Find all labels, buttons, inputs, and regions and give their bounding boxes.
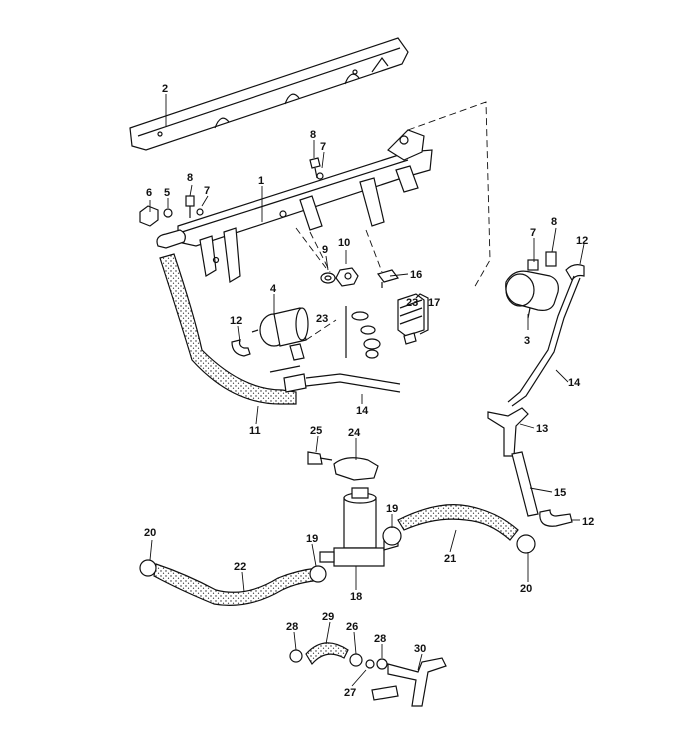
injector-seals: [345, 306, 381, 359]
callout-12b: 12: [576, 235, 588, 247]
callout-7a: 7: [204, 185, 210, 197]
callout-23a: 23: [316, 313, 328, 325]
callout-14a: 14: [356, 405, 369, 417]
callout-7b: 7: [320, 141, 326, 153]
callout-12a: 12: [230, 315, 242, 327]
washer-nut: [320, 267, 359, 287]
hose-clamps: [139, 526, 536, 583]
callout-3: 3: [524, 335, 530, 347]
callout-8c: 8: [551, 216, 557, 228]
callout-25: 25: [310, 425, 322, 437]
fuel-filter: [319, 487, 399, 567]
y-connector: [487, 407, 529, 457]
callout-21: 21: [444, 553, 456, 565]
callout-19a: 19: [306, 533, 318, 545]
callout-22: 22: [234, 561, 246, 573]
callout-16: 16: [410, 269, 422, 281]
callout-9: 9: [322, 244, 328, 256]
callout-29: 29: [322, 611, 334, 623]
leader-lines: [149, 94, 585, 687]
callout-14b: 14: [568, 377, 581, 389]
pressure-regulator: [251, 307, 309, 361]
fuel-injector: [397, 293, 429, 345]
callout-28a: 28: [286, 621, 298, 633]
callout-20b: 20: [520, 583, 532, 595]
callout-24: 24: [348, 427, 361, 439]
callout-7c: 7: [530, 227, 536, 239]
callout-26: 26: [346, 621, 358, 633]
callout-13: 13: [536, 423, 548, 435]
callout-17: 17: [428, 297, 440, 309]
callout-19b: 19: [386, 503, 398, 515]
callout-18: 18: [350, 591, 362, 603]
callout-23b: 23: [406, 297, 418, 309]
fuel-hose-left: [159, 253, 401, 405]
callout-27: 27: [344, 687, 356, 699]
hose-15: [511, 451, 539, 517]
callout-6: 6: [146, 187, 152, 199]
assembly-dashed-lines: [295, 101, 491, 341]
fuel-rail-cover: [129, 37, 409, 151]
callout-15: 15: [554, 487, 566, 499]
clamp-and-sensor: [307, 451, 379, 481]
fuel-rail: [156, 129, 433, 283]
fuel-hose-21: [397, 504, 519, 541]
callout-20a: 20: [144, 527, 156, 539]
pressure-regulator-right: [505, 251, 559, 319]
callout-28b: 28: [374, 633, 386, 645]
fuel-line-right: [507, 275, 581, 407]
callout-8b: 8: [310, 129, 316, 141]
callout-10: 10: [338, 237, 350, 249]
callout-4: 4: [270, 283, 277, 295]
callout-30: 30: [414, 643, 426, 655]
callout-2: 2: [162, 83, 168, 95]
callout-5: 5: [164, 187, 170, 199]
callout-1: 1: [258, 175, 264, 187]
callout-11: 11: [249, 425, 261, 437]
callout-8a: 8: [187, 172, 193, 184]
injector-clip: [376, 269, 400, 288]
callout-labels: 1 2 3 4 5 6 7 7 7 8 8 8 9 10 11 12 12 12…: [144, 83, 594, 699]
callout-12c: 12: [582, 516, 594, 528]
